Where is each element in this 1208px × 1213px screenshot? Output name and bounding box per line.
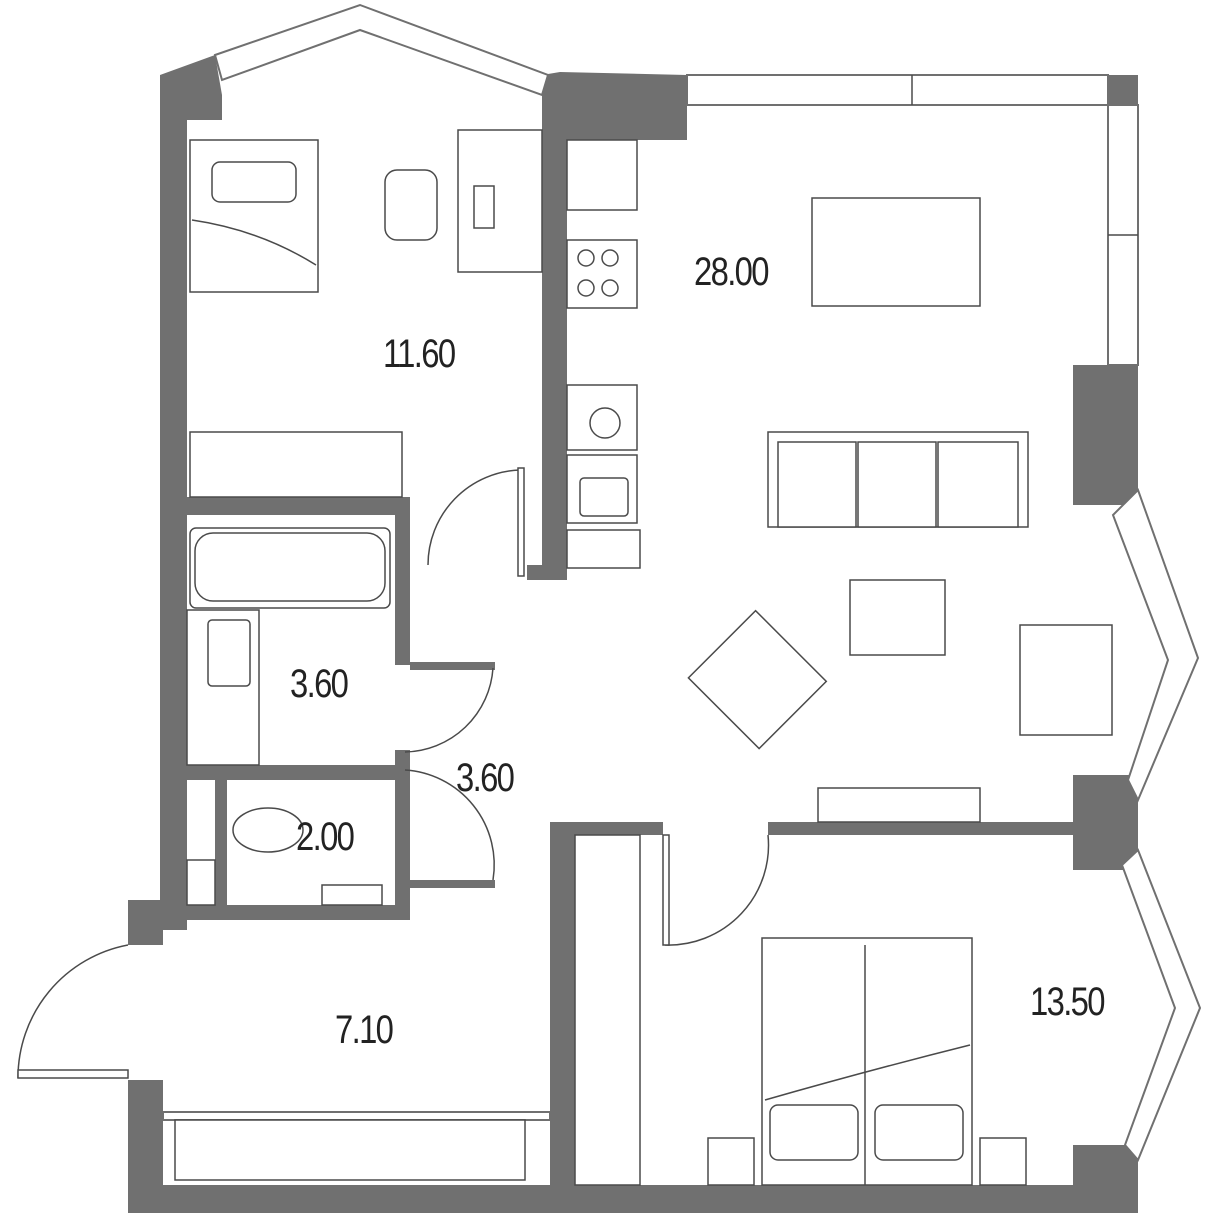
room-area-bedroom-large: 13.50 <box>1030 980 1106 1024</box>
walls <box>128 55 1138 1213</box>
room-area-living-kitchen: 28.00 <box>694 250 770 294</box>
room-area-toilet: 2.00 <box>296 815 355 859</box>
room-area-entrance: 7.10 <box>335 1008 394 1052</box>
furniture <box>174 129 1113 1186</box>
windows <box>162 3 1202 1162</box>
room-area-hallway: 3.60 <box>456 756 515 800</box>
doors <box>17 467 770 1079</box>
room-area-bathroom: 3.60 <box>290 662 349 706</box>
room-area-bedroom-small: 11.60 <box>383 332 456 376</box>
